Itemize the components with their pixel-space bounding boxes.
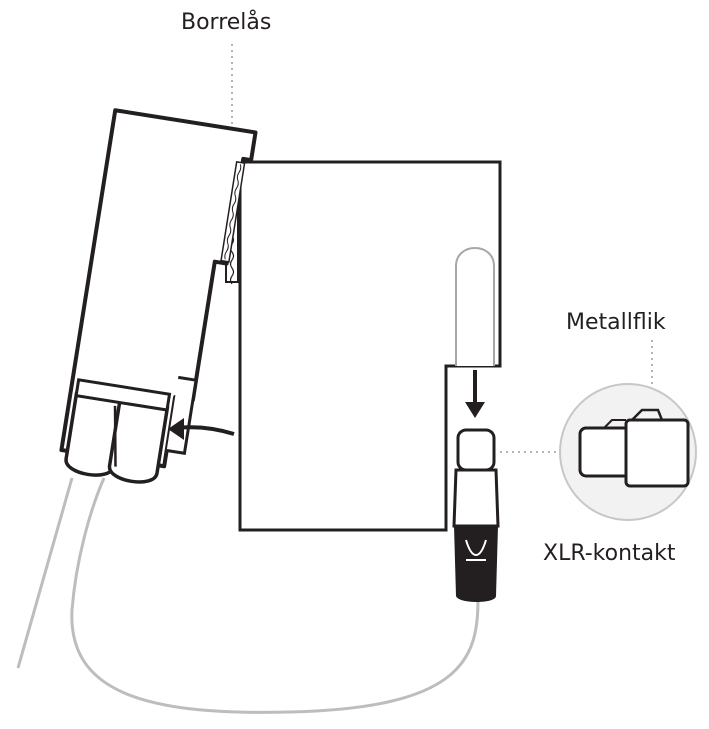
module-port-block: [166, 375, 198, 455]
xlr-connector: [452, 428, 500, 602]
xlr-grip: [454, 526, 498, 602]
cable-left-strand: [16, 477, 74, 669]
power-module: [59, 108, 258, 484]
callout-connector-detail: [578, 408, 690, 488]
callout-metal-tab: [631, 408, 664, 421]
curved-arrow-head: [168, 418, 184, 440]
cable: [70, 477, 480, 714]
callout-metal-tab-2: [603, 419, 626, 429]
down-arrow-head: [465, 402, 485, 418]
xlr-body: [452, 468, 500, 528]
module-plug-notch: [113, 405, 117, 467]
xlr-tip: [456, 428, 496, 472]
velcro-label: Borrelås: [181, 10, 272, 35]
xlr-grip-detail: [465, 539, 487, 561]
xlr-connector-label: XLR-kontakt: [543, 541, 676, 566]
module-velcro-texture: [224, 164, 242, 260]
callout-xlr-body: [624, 418, 690, 488]
module-plug-cap: [74, 378, 172, 412]
connector-slot: [455, 247, 495, 366]
module-plug-right: [107, 398, 170, 484]
metal-tab-label: Metallflik: [566, 310, 666, 335]
speaker-body: [238, 160, 502, 532]
